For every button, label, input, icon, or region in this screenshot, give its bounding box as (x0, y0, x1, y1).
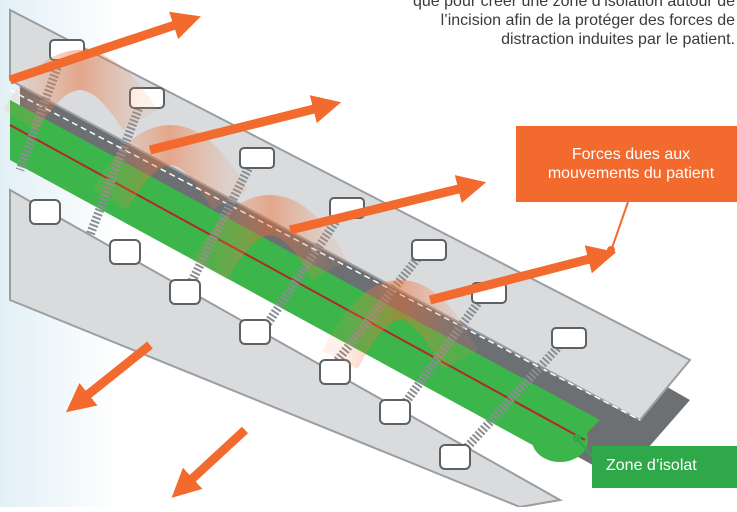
force-arrow-5 (66, 341, 153, 413)
clip-lower-5 (319, 359, 351, 385)
forces-callout-line-1: Forces dues aux (571, 146, 691, 163)
spring-7 (456, 341, 564, 459)
description-text: que pour créer une zone d’isolation auto… (275, 0, 735, 49)
description-line-2: l’incision afin de la protéger des force… (440, 12, 735, 29)
force-arrow-6 (171, 426, 249, 498)
force-arrow-4 (428, 245, 617, 305)
isolation-zone-end (532, 418, 588, 462)
clip-lower-4 (239, 319, 271, 345)
lower-clips (29, 199, 471, 470)
force-arrows (8, 11, 617, 498)
zone-leader-line (577, 439, 593, 457)
clip-upper-7 (551, 327, 587, 349)
force-band-1 (2, 50, 158, 131)
clip-lower-6 (379, 399, 411, 425)
forces-leader-dot (607, 246, 615, 254)
isolation-zone (10, 100, 600, 460)
clip-upper-5 (411, 239, 447, 261)
force-arrow-3 (288, 175, 487, 235)
force-arrow-2 (148, 95, 342, 155)
zone-callout: Zone d’isolat (592, 446, 737, 488)
force-arrow-1 (8, 11, 201, 85)
forces-callout: Forces dues aux mouvements du patient (516, 126, 737, 202)
clip-lower-7 (439, 444, 471, 470)
force-band-3 (192, 195, 348, 280)
forces-callout-line-2: mouvements du patient (547, 165, 715, 182)
clip-lower-3 (169, 279, 201, 305)
clip-lower-1 (29, 199, 61, 225)
zone-callout-label: Zone d’isolat (606, 457, 697, 474)
description-line-3: distraction induites par le patient. (501, 31, 735, 48)
clip-lower-2 (109, 239, 141, 265)
clip-upper-3 (239, 147, 275, 169)
forces-leader-line (611, 201, 629, 249)
zone-leader-dot (573, 434, 581, 442)
spring-1 (15, 58, 65, 172)
force-band-4 (322, 280, 478, 370)
description-line-1: que pour créer une zone d’isolation auto… (413, 0, 735, 10)
